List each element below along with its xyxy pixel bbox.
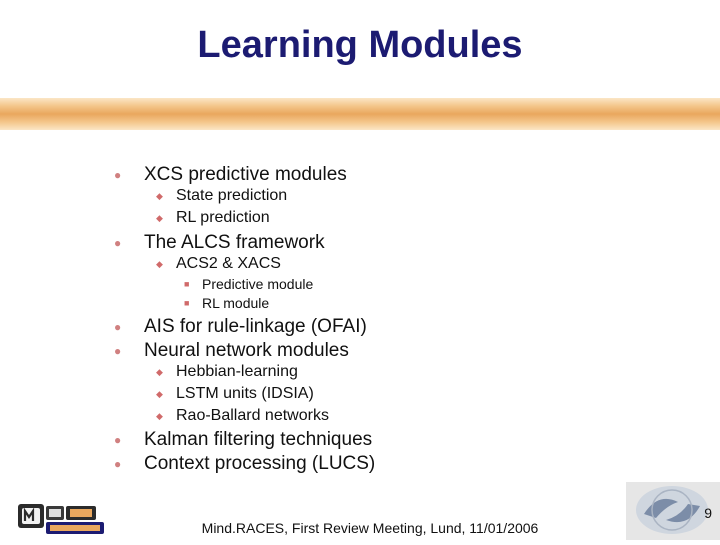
bullet-text: Hebbian-learning (176, 363, 298, 380)
bullet-text: State prediction (176, 187, 288, 204)
round-bullet-icon: ● (114, 457, 122, 471)
diamond-bullet-icon: ◆ (156, 213, 163, 223)
mindraces-logo (18, 504, 104, 534)
bullet-text: AIS for rule-linkage (OFAI) (144, 316, 367, 337)
diamond-bullet-icon: ◆ (156, 259, 163, 269)
diamond-bullet-icon: ◆ (156, 389, 163, 399)
diamond-bullet-icon: ◆ (156, 367, 163, 377)
slide-title: Learning Modules (197, 24, 523, 66)
round-bullet-icon: ● (114, 236, 122, 250)
round-bullet-icon: ● (114, 344, 122, 358)
bullet-text: XCS predictive modules (144, 164, 347, 185)
header-band (0, 98, 720, 130)
bullet-text: Rao-Ballard networks (176, 407, 329, 424)
diamond-bullet-icon: ◆ (156, 411, 163, 421)
bullet-text: Predictive module (202, 276, 314, 292)
square-bullet-icon: ■ (184, 298, 190, 308)
bullet-text: RL prediction (176, 209, 270, 226)
round-bullet-icon: ● (114, 320, 122, 334)
diamond-bullet-icon: ◆ (156, 191, 163, 201)
round-bullet-icon: ● (114, 168, 122, 182)
corner-emblem (626, 482, 720, 540)
slide-footer: Mind.RACES, First Review Meeting, Lund, … (201, 520, 539, 536)
bullet-text: Neural network modules (144, 340, 349, 361)
square-bullet-icon: ■ (184, 279, 190, 289)
bullet-text: ACS2 & XACS (176, 255, 281, 272)
round-bullet-icon: ● (114, 433, 122, 447)
bullet-text: LSTM units (IDSIA) (176, 385, 314, 402)
bullet-text: Kalman filtering techniques (144, 429, 373, 450)
bullet-text: Context processing (LUCS) (144, 453, 376, 474)
birds-emblem-icon (636, 486, 708, 534)
page-number: 9 (704, 505, 712, 521)
bullet-text: RL module (202, 295, 270, 311)
bullet-text: The ALCS framework (144, 232, 325, 253)
